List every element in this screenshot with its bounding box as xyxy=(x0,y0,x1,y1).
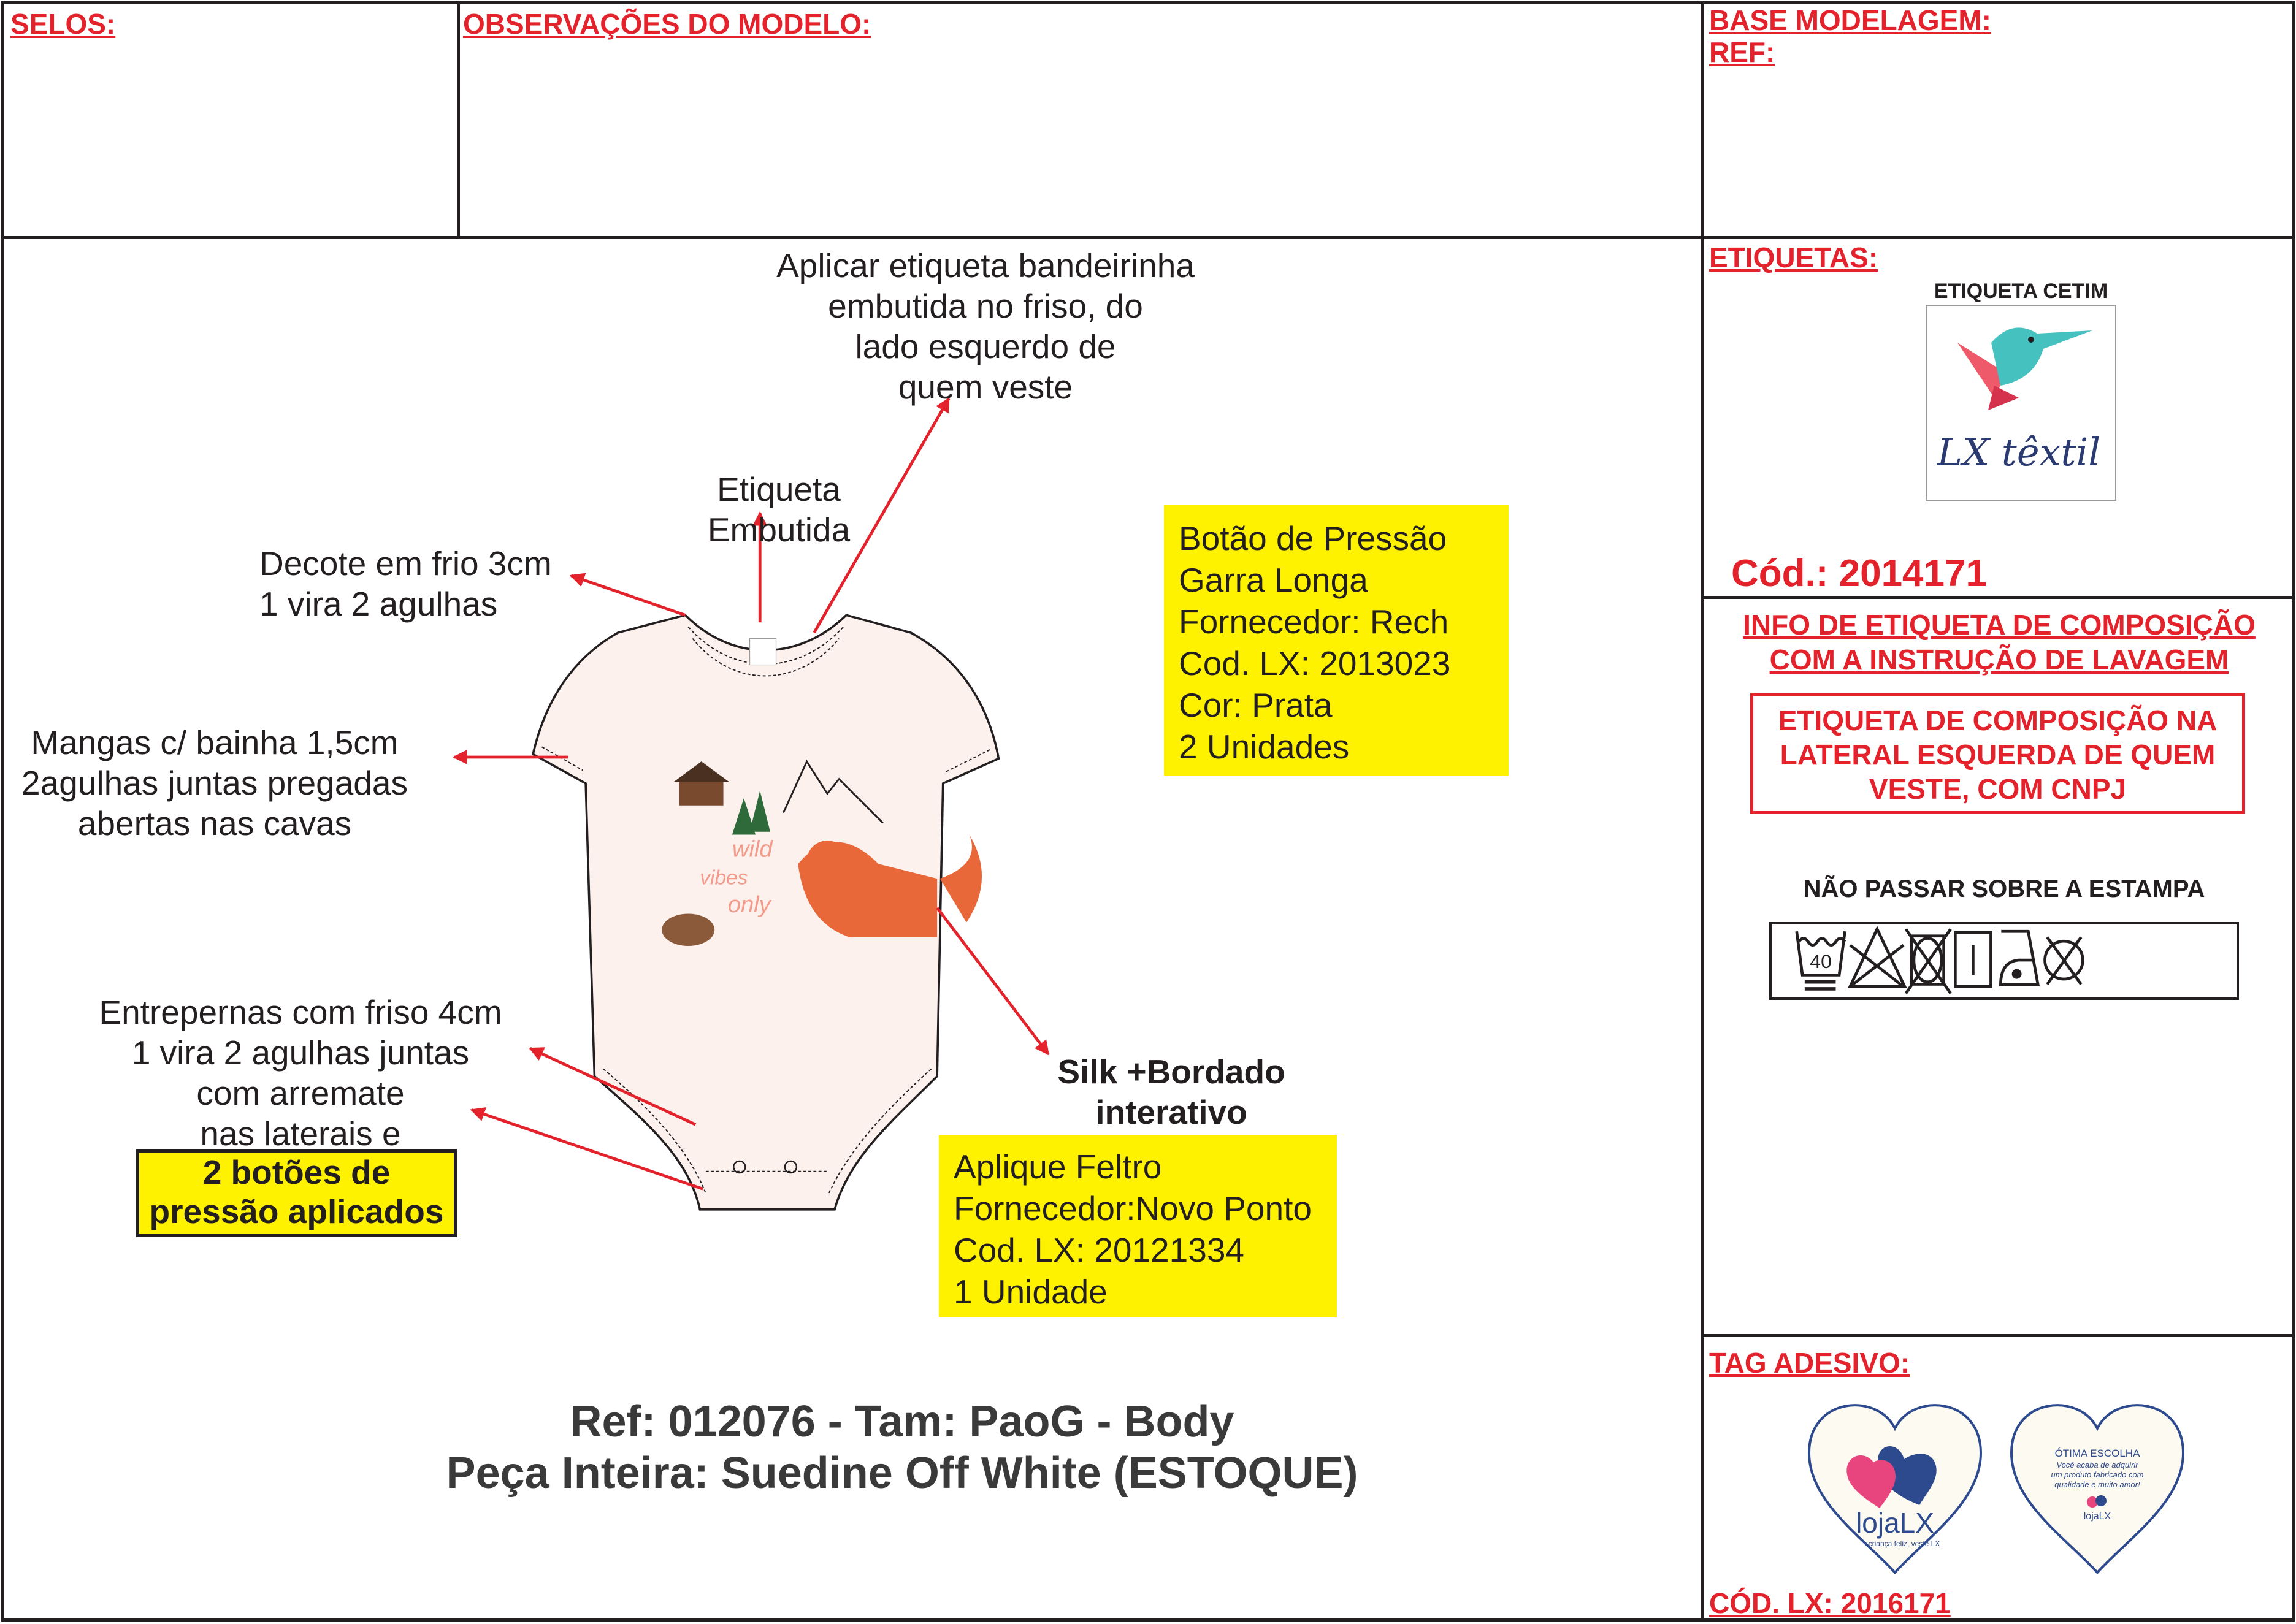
composition-title-1: INFO DE ETIQUETA DE COMPOSIÇÃO xyxy=(1743,609,2256,641)
annotation-line: 2agulhas juntas pregadas xyxy=(21,764,408,802)
annotation-line: embutida no friso, do xyxy=(828,287,1143,325)
hummingbird-logo-icon: LX têxtil xyxy=(1937,327,2100,475)
divider xyxy=(457,1,460,237)
composition-box-line: ETIQUETA DE COMPOSIÇÃO NA xyxy=(1778,704,2218,736)
composition-box: ETIQUETA DE COMPOSIÇÃO NA LATERAL ESQUER… xyxy=(1750,693,2245,814)
annotation-line: 2 botões de xyxy=(202,1153,391,1191)
svg-text:only: only xyxy=(728,891,773,918)
annotation-line: interativo xyxy=(1095,1093,1247,1131)
annotation-line: Etiqueta xyxy=(717,470,841,508)
no-bleach-icon xyxy=(1848,926,1907,988)
annotation-line: Aplicar etiqueta bandeirinha xyxy=(776,246,1195,284)
footer-fabric: Peça Inteira: Suedine Off White (ESTOQUE… xyxy=(446,1449,1358,1498)
base-modelagem-heading: BASE MODELAGEM: xyxy=(1709,4,1991,36)
tag-adesivo-heading: TAG ADESIVO: xyxy=(1709,1347,1910,1379)
box-line: Botão de Pressão xyxy=(1179,519,1447,557)
annotation-mangas: Mangas c/ bainha 1,5cm 2agulhas juntas p… xyxy=(0,722,429,844)
annotation-line: quem veste xyxy=(898,368,1073,406)
annotation-line: com arremate xyxy=(196,1074,405,1112)
lx-textil-logo-text: LX têxtil xyxy=(1937,430,2100,475)
box-line: Fornecedor:Novo Ponto xyxy=(954,1189,1312,1227)
svg-text:um produto fabricado com: um produto fabricado com xyxy=(2051,1470,2143,1479)
svg-text:criança feliz, veste LX: criança feliz, veste LX xyxy=(1869,1539,1940,1548)
footer-ref: Ref: 012076 - Tam: PaoG - Body xyxy=(570,1397,1234,1446)
annotation-line: Silk +Bordado xyxy=(1057,1053,1285,1091)
etiqueta-cetim-image: LX têxtil xyxy=(1926,305,2116,501)
no-dry-clean-icon xyxy=(2043,936,2084,985)
line-dry-icon xyxy=(1954,931,1992,988)
warning-text: NÃO PASSAR SOBRE A ESTAMPA xyxy=(1803,875,2205,902)
snap-icon xyxy=(733,1160,746,1174)
selos-heading: SELOS: xyxy=(10,8,116,40)
svg-text:Você acaba de adquirir: Você acaba de adquirir xyxy=(2056,1460,2138,1470)
annotation-etiqueta-bandeirinha: Aplicar etiqueta bandeirinha embutida no… xyxy=(679,245,1292,407)
svg-text:40: 40 xyxy=(1810,950,1831,972)
etiqueta-cetim-label: ETIQUETA CETIM xyxy=(1934,280,2108,303)
annotation-line: pressão aplicados xyxy=(149,1192,444,1230)
annotation-line: 1 vira 2 agulhas juntas xyxy=(131,1034,470,1072)
annotation-line: Embutida xyxy=(707,511,851,549)
annotation-line: Entrepernas com friso 4cm xyxy=(99,993,502,1031)
blue-heart-icon xyxy=(1877,1446,1937,1505)
annotation-line: nas laterais e xyxy=(200,1115,401,1153)
annotation-line: 1 vira 2 agulhas xyxy=(259,585,498,623)
divider xyxy=(1701,1,1704,1622)
annotation-line: lado esquerdo de xyxy=(855,327,1116,365)
tag-front: lojaLX criança feliz, veste LX xyxy=(1807,1404,1983,1574)
tag-back: ÓTIMA ESCOLHA Você acaba de adquirir um … xyxy=(2010,1404,2185,1574)
wash-40-gentle-icon: 40 xyxy=(1795,931,1846,991)
box-line: Cor: Prata xyxy=(1179,686,1333,724)
svg-text:qualidade e muito amor!: qualidade e muito amor! xyxy=(2054,1480,2140,1489)
annotation-etiqueta-embutida: Etiqueta Embutida xyxy=(626,469,932,550)
observacoes-heading: OBSERVAÇÕES DO MODELO: xyxy=(463,8,871,40)
box-line: 2 Unidades xyxy=(1179,728,1350,766)
box-line: Aplique Feltro xyxy=(954,1148,1162,1186)
iron-low-icon xyxy=(1999,929,2040,986)
care-symbols: 40 xyxy=(1769,922,2239,1000)
print-artwork: wild vibes only xyxy=(662,760,982,946)
divider xyxy=(1,236,2295,239)
etiquetas-heading: ETIQUETAS: xyxy=(1709,242,1878,273)
botao-pressao-box: Botão de Pressão Garra Longa Fornecedor:… xyxy=(1164,505,1509,776)
botoes-highlight-box: 2 botões de pressão aplicados xyxy=(136,1149,457,1237)
box-line: Cod. LX: 2013023 xyxy=(1179,644,1451,682)
annotation-line: abertas nas cavas xyxy=(77,804,352,842)
box-line: Cod. LX: 20121334 xyxy=(954,1231,1244,1269)
annotation-line: Mangas c/ bainha 1,5cm xyxy=(31,723,399,761)
annotation-entrepernas: Entrepernas com friso 4cm 1 vira 2 agulh… xyxy=(55,992,546,1154)
annotation-arrows xyxy=(452,397,1050,1191)
svg-text:vibes: vibes xyxy=(700,867,748,890)
svg-text:wild: wild xyxy=(732,836,774,862)
composition-box-line: VESTE, COM CNPJ xyxy=(1869,773,2127,805)
no-tumble-dry-icon xyxy=(1904,928,1952,994)
ref-heading: REF: xyxy=(1709,36,1775,68)
annotation-silk: Silk +Bordado interativo xyxy=(987,1051,1355,1132)
composition-title-2: COM A INSTRUÇÃO DE LAVAGEM xyxy=(1769,644,2229,676)
pink-heart-icon xyxy=(1846,1455,1896,1508)
box-line: Fornecedor: Rech xyxy=(1179,603,1449,641)
onesie-outline xyxy=(532,614,1000,1211)
neck-label xyxy=(749,638,777,666)
svg-text:lojaLX: lojaLX xyxy=(1856,1507,1934,1539)
aplique-box: Aplique Feltro Fornecedor:Novo Ponto Cod… xyxy=(939,1135,1337,1317)
box-line: Garra Longa xyxy=(1179,561,1368,599)
divider xyxy=(1701,596,2295,599)
annotation-line: Decote em frio 3cm xyxy=(259,544,552,582)
snap-icon xyxy=(784,1160,798,1174)
svg-text:ÓTIMA ESCOLHA: ÓTIMA ESCOLHA xyxy=(2055,1447,2141,1459)
box-line: 1 Unidade xyxy=(954,1273,1108,1311)
svg-text:lojaLX: lojaLX xyxy=(2084,1511,2111,1522)
divider xyxy=(1701,1334,2295,1337)
etiqueta-cod: Cód.: 2014171 xyxy=(1731,552,1987,595)
annotation-decote: Decote em frio 3cm 1 vira 2 agulhas xyxy=(259,543,552,624)
tag-cod: CÓD. LX: 2016171 xyxy=(1709,1587,1951,1619)
composition-box-line: LATERAL ESQUERDA DE QUEM xyxy=(1780,739,2216,771)
